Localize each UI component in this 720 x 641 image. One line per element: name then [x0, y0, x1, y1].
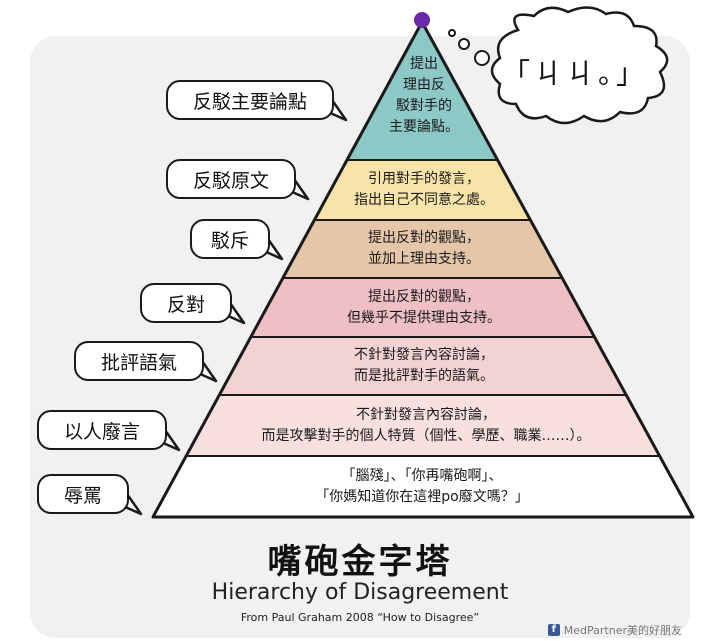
title-english: Hierarchy of Disagreement [211, 580, 509, 605]
credit: f MedPartner美的好朋友 [547, 622, 682, 638]
source-note: From Paul Graham 2008 “How to Disagree” [240, 611, 480, 624]
layer-text-line: 駁對手的 [396, 98, 452, 114]
layer-text-line: 提出 [410, 56, 438, 72]
layer-text-line: 引用對手的發言， [368, 171, 480, 187]
layer-description: 引用對手的發言， 指出自己不同意之處。 [204, 169, 644, 211]
thought-bubble [490, 6, 669, 125]
layer-text-line: 提出反對的觀點， [368, 230, 480, 246]
pyramid-layer-5 [219, 337, 627, 395]
layer-label-bubble: 辱罵 [37, 474, 129, 514]
pyramid-layer-3 [282, 220, 563, 278]
layer-label-bubble: 反對 [140, 283, 232, 323]
layer-label-bubble: 駁斥 [190, 219, 270, 259]
layer-text-line: 提出反對的觀點， [368, 288, 480, 305]
layer-label-bubble: 批評語氣 [74, 341, 204, 381]
facebook-icon: f [547, 624, 560, 636]
pyramid-layer-4 [250, 278, 595, 337]
layer-label-bubble: 以人廢言 [37, 410, 167, 450]
bubble-text: 「ㄐㄐ。」 [501, 57, 648, 90]
layer-text-line: 主要論點。 [389, 119, 459, 135]
layer-text-line: 指出自己不同意之處。 [354, 192, 494, 208]
layer-description: 提出反對的觀點， 但幾乎不提供理由支持。 [204, 287, 644, 329]
title-chinese: 嘴砲金字塔 [267, 542, 453, 582]
credit-text: MedPartner美的好朋友 [563, 624, 682, 637]
pyramid-layer-6 [186, 395, 660, 456]
layer-text-line: 不針對發言內容討論， [354, 347, 494, 363]
layer-text-line: 不針對發言內容討論， [356, 406, 496, 423]
bubble-dot [448, 29, 456, 37]
pyramid-layer-1 [347, 22, 498, 160]
layer-description: 不針對發言內容討論， 而是攻擊對手的個人特質（個性、學歷、職業……）。 [206, 405, 646, 447]
layer-description: 「腦殘」、「你再嘴砲啊」、「你媽知道你在這裡po廢文嗎？」 [202, 466, 642, 508]
bubble-dot [474, 50, 490, 66]
layer-text-line: 理由反 [403, 77, 445, 93]
bubble-dot [458, 38, 470, 50]
layer-description: 提出理由反駁對手的主要論點。 [204, 54, 644, 138]
layer-text-line: 並加上理由支持。 [368, 251, 480, 267]
layer-label-bubble: 反駁原文 [166, 159, 296, 199]
layer-text-line: 「腦殘」、「你再嘴砲啊」、 [341, 467, 503, 484]
layer-description: 不針對發言內容討論， 而是批評對手的語氣。 [204, 345, 644, 387]
layer-text-line: 但幾乎不提供理由支持。 [347, 309, 501, 326]
layer-description: 提出反對的觀點， 並加上理由支持。 [204, 228, 644, 270]
apex-dot [414, 12, 430, 28]
pyramid-layer-2 [314, 160, 531, 220]
layer-text-line: 而是攻擊對手的個人特質（個性、學歷、職業……）。 [261, 427, 591, 444]
layer-text-line: 「你媽知道你在這裡po廢文嗎？」 [315, 488, 529, 505]
layer-text-line: 而是批評對手的語氣。 [354, 368, 494, 384]
pyramid-layer-7 [153, 456, 693, 517]
layer-label-bubble: 反駁主要論點 [166, 80, 334, 120]
